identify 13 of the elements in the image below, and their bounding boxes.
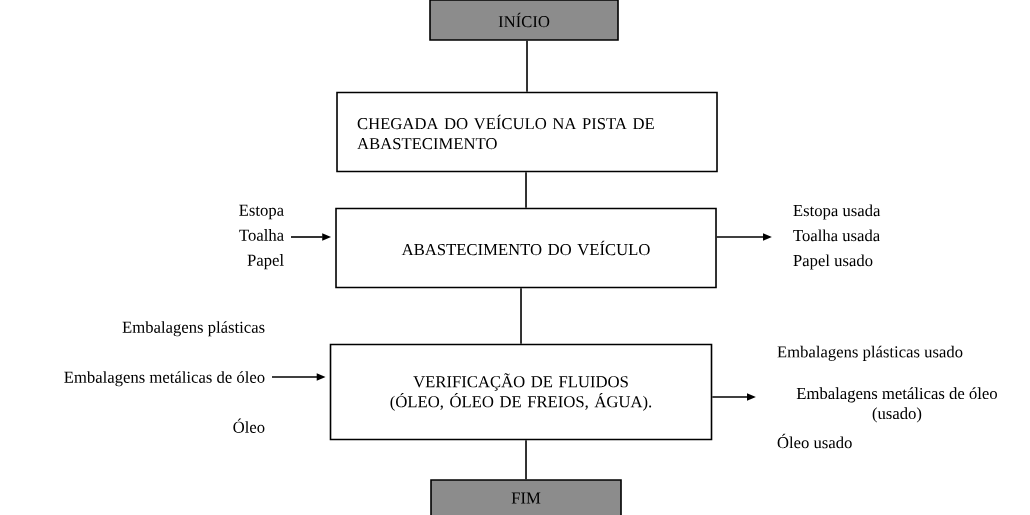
process-box: CHEGADA DO VEÍCULO NA PISTA DE ABASTECIMENTO xyxy=(336,91,718,173)
terminal-box: FIM xyxy=(430,479,622,515)
connector-line xyxy=(525,171,527,209)
process-box: VERIFICAÇÃO DE FLUIDOS (ÓLEO, ÓLEO DE FREIOS, ÁGUA). xyxy=(329,343,713,441)
terminal-box: INÍCIO xyxy=(429,0,619,41)
connector-line xyxy=(525,439,527,480)
connector-line xyxy=(520,287,522,345)
process-box: ABASTECIMENTO DO VEÍCULO xyxy=(335,207,717,289)
material-list: Estopa usada Toalha usada Papel usado xyxy=(793,204,881,270)
material-list: Embalagens plásticas usado Embalagens metálicas de óleo (usado) Óleo usado xyxy=(777,345,997,449)
connector-line xyxy=(526,40,528,93)
material-list: Embalagens plásticas Embalagens metálicas de óleo Óleo xyxy=(64,321,265,433)
material-list: Estopa Toalha Papel xyxy=(239,204,284,270)
